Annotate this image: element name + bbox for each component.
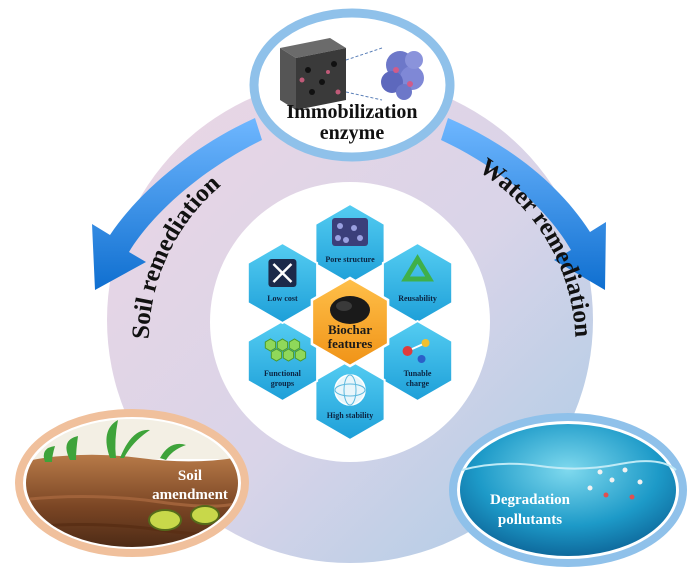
water-label-line1: Degradation	[490, 492, 571, 508]
soil-label-line1: Soil	[178, 468, 202, 484]
plant-icon	[43, 420, 186, 462]
feature-label-functional: Functional	[264, 369, 302, 378]
porous-block-icon	[332, 218, 368, 246]
feature-label-reuse: Reusability	[398, 294, 437, 303]
soil-label-line2: amendment	[152, 487, 228, 503]
left-arrow-icon	[92, 118, 262, 290]
feature-label-pore: Pore structure	[325, 255, 375, 264]
immobilization-enzyme-panel: Immobilization enzyme	[249, 8, 455, 162]
molecule-charge-icon	[402, 339, 430, 363]
feature-hex-reuse: Reusability	[381, 241, 454, 325]
biochar-feature-cluster: Pore structureReusabilityTunablechargeHi…	[246, 202, 454, 442]
feature-label-functional: groups	[271, 379, 294, 388]
center-label: features	[328, 336, 373, 351]
crossed-tools-icon	[268, 259, 297, 287]
sphere-lattice-icon	[334, 374, 366, 406]
degradation-pollutants-panel: Degradation pollutants	[449, 413, 687, 567]
feature-label-charge: Tunable	[404, 369, 432, 378]
top-label-line1: Immobilization	[286, 101, 417, 123]
feature-hex-stability: High stability	[314, 358, 386, 442]
recycle-icon	[401, 254, 434, 282]
feature-hex-cost: Low cost	[246, 241, 319, 325]
biochar-pile-icon	[330, 296, 370, 324]
water-label-line2: pollutants	[498, 512, 562, 528]
feature-label-stability: High stability	[327, 411, 373, 420]
porous-cube-icon	[280, 38, 346, 110]
right-arrow-icon	[441, 118, 606, 290]
feature-label-cost: Low cost	[267, 294, 298, 303]
enzyme-protein-icon	[381, 51, 424, 100]
soil-amendment-panel: Soil amendment	[15, 409, 249, 557]
feature-label-charge: charge	[406, 379, 430, 388]
pollutant-molecule-icon	[587, 467, 643, 491]
graphene-sheet-icon	[264, 338, 307, 362]
center-label: Biochar	[328, 322, 372, 337]
top-label-line2: enzyme	[320, 122, 385, 144]
